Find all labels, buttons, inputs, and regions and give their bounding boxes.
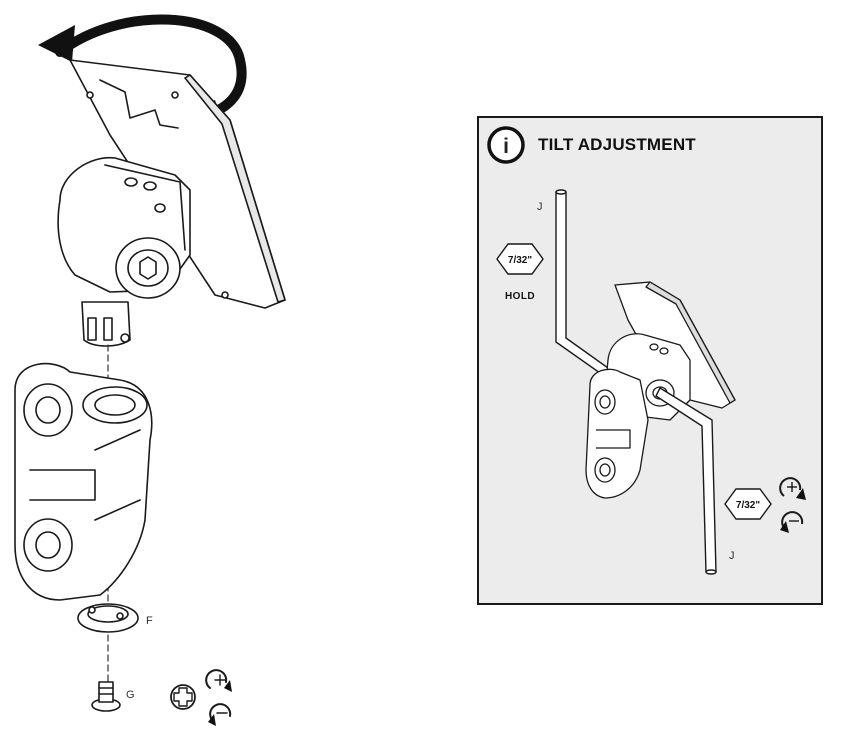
base-post (81, 301, 131, 347)
left-assembly: F G (14, 14, 286, 726)
rotate-counterclockwise-minus-icon (208, 703, 232, 726)
label-g: G (126, 689, 135, 701)
label-f: F (146, 615, 153, 627)
panel-rotate-clockwise-plus-icon (779, 477, 806, 500)
rotate-clockwise-plus-icon (205, 669, 232, 692)
panel-rotate-counterclockwise-minus-icon (780, 511, 804, 533)
top-key-label: J (537, 201, 543, 213)
svg-text:7/32": 7/32" (508, 255, 532, 266)
tilt-adjustment-panel: i TILT ADJUSTMENT J 7/32" HOLD (477, 116, 823, 605)
panel-title: TILT ADJUSTMENT (538, 135, 696, 154)
hinge-body (57, 156, 191, 299)
svg-text:7/32": 7/32" (736, 500, 760, 511)
bottom-allen-key (655, 387, 717, 575)
hex-size-top: 7/32" (496, 243, 544, 275)
hex-size-bottom: 7/32" (724, 488, 772, 520)
info-circle-icon: i (487, 126, 525, 164)
screw-g (91, 681, 121, 712)
svg-text:i: i (503, 135, 509, 158)
hold-label: HOLD (505, 291, 535, 302)
washer-f (77, 603, 139, 633)
mounting-bracket (14, 362, 153, 601)
plus-in-circle-icon (170, 684, 196, 710)
bottom-key-label: J (729, 550, 735, 562)
